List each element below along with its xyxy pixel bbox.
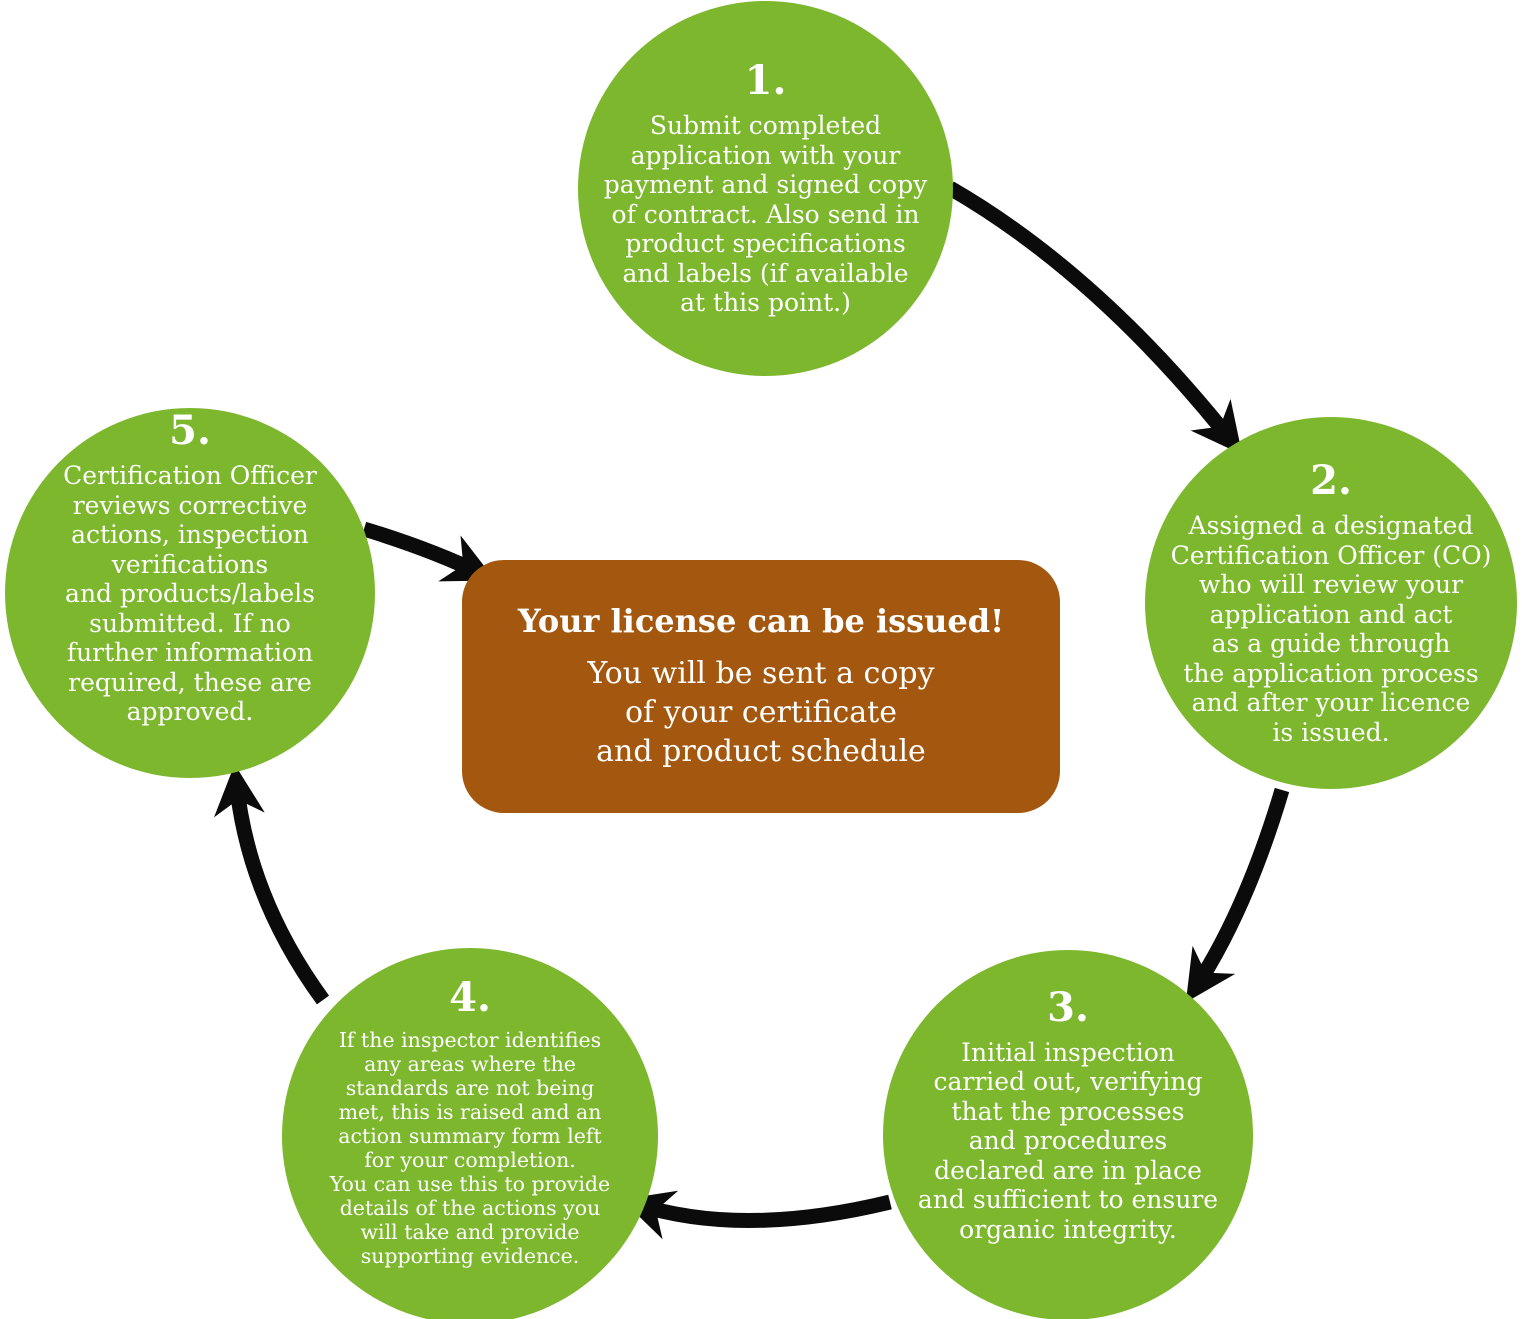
step-circle-1: 1. Submit completed application with you…	[578, 1, 953, 376]
license-issued-text: You will be sent a copy of your certific…	[587, 655, 935, 769]
step-circle-2: 2. Assigned a designated Certification O…	[1145, 417, 1517, 789]
step-circle-4: 4. If the inspector identifies any areas…	[282, 948, 658, 1319]
license-issued-box: Your license can be issued! You will be …	[462, 560, 1060, 813]
arrow-step1-to-step2	[946, 181, 1243, 455]
step-2-number: 2.	[1310, 457, 1352, 504]
arrow-step3-to-step4	[621, 1190, 892, 1240]
step-4-text: If the inspector identifies any areas wh…	[329, 1028, 611, 1268]
arrow-step5-to-license-box	[361, 521, 496, 582]
step-3-number: 3.	[1047, 983, 1089, 1031]
step-circle-3: 3. Initial inspection carried out, verif…	[883, 950, 1253, 1319]
step-1-number: 1.	[744, 57, 787, 105]
step-3-text: Initial inspection carried out, verifyin…	[917, 1037, 1219, 1244]
license-issued-title: Your license can be issued!	[517, 602, 1005, 641]
arrow-step4-to-step5	[214, 764, 330, 1005]
step-1-text: Submit completed application with your p…	[603, 111, 928, 318]
step-5-number: 5.	[169, 407, 211, 455]
arrow-step2-to-step3	[1185, 787, 1290, 1003]
step-5-text: Certification Officer reviews corrective…	[63, 461, 317, 727]
step-2-text: Assigned a designated Certification Offi…	[1170, 511, 1492, 747]
step-4-number: 4.	[449, 974, 491, 1021]
step-circle-5: 5. Certification Officer reviews correct…	[5, 408, 375, 778]
